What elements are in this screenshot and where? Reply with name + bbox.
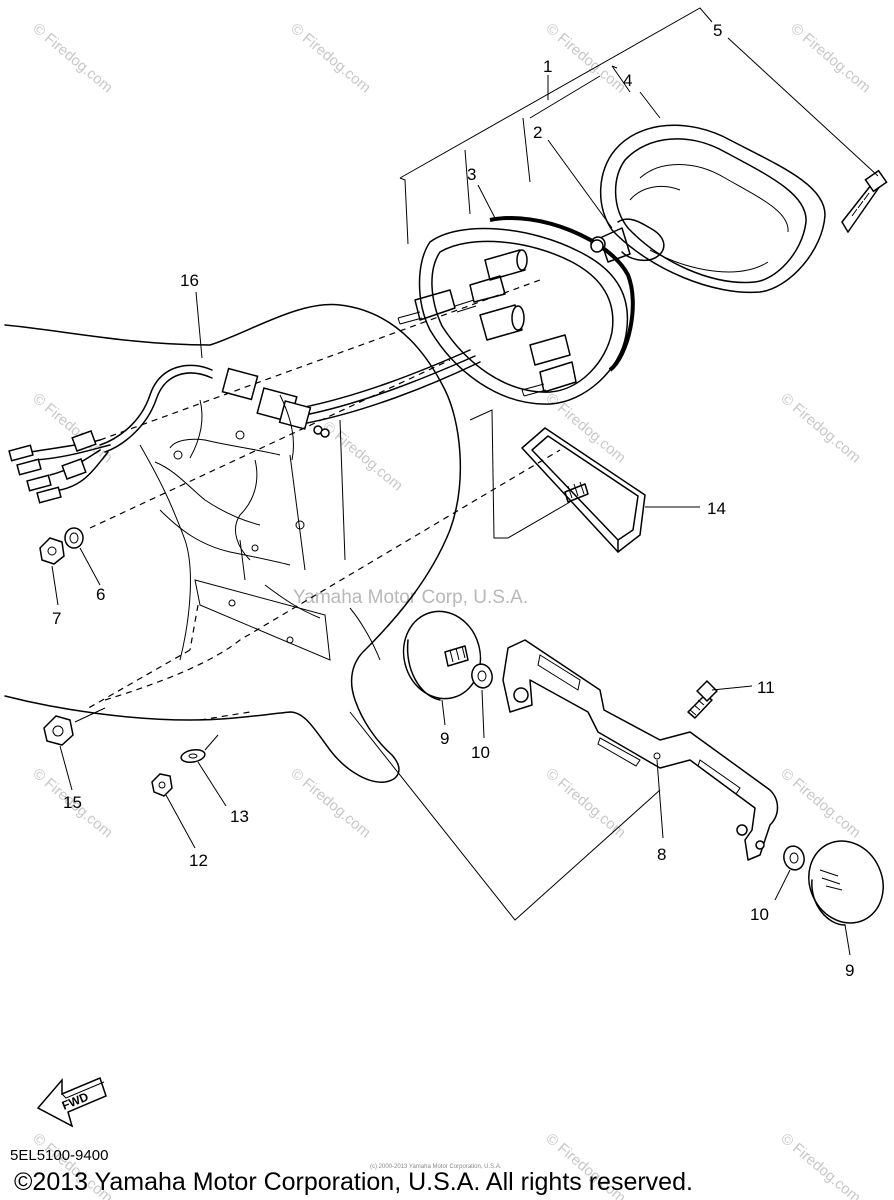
watermarks: © Firedog.com © Firedog.com © Firedog.co… — [29, 20, 873, 1200]
watermark-site: © Firedog.com — [777, 390, 863, 466]
fwd-arrow-icon: FWD — [36, 1076, 107, 1128]
callout-6: 6 — [96, 585, 105, 604]
part-15-nut — [43, 715, 74, 746]
callout-3: 3 — [467, 165, 476, 184]
callout-2: 2 — [533, 123, 542, 142]
part-8-bracket — [502, 639, 779, 861]
diagram-code: 5EL5100-9400 — [10, 1147, 108, 1164]
leader-1 — [529, 75, 601, 119]
leader-10 — [481, 689, 485, 739]
callout-9-right: 9 — [845, 961, 854, 980]
leader-5-bracket — [399, 7, 713, 179]
callout-15: 15 — [63, 793, 82, 812]
watermark-site: © Firedog.com — [777, 765, 863, 841]
leader-10-right — [774, 869, 791, 901]
leader-16 — [195, 291, 203, 359]
leader-4 — [639, 91, 661, 119]
part-5-screw — [841, 169, 888, 233]
leader-7 — [51, 565, 59, 606]
callout-10: 10 — [471, 743, 490, 762]
part-11-bolt — [687, 680, 718, 719]
part-6-washer — [64, 527, 84, 549]
part-3-lamp-assembly — [397, 216, 635, 405]
leader-1-bracket — [399, 65, 631, 245]
callout-11: 11 — [757, 678, 775, 697]
dashed-guides — [84, 279, 561, 721]
watermark-site: © Firedog.com — [319, 418, 405, 494]
watermark-site: © Firedog.com — [29, 20, 115, 96]
leader-9 — [441, 699, 446, 726]
fender-outline — [4, 303, 462, 783]
leader-8-bracket — [349, 711, 661, 921]
leader-11 — [711, 685, 753, 691]
watermark-site: © Firedog.com — [787, 20, 873, 96]
leader-13-ext — [204, 734, 219, 751]
callout-9: 9 — [440, 729, 449, 748]
leader-15-ext — [74, 707, 106, 723]
callout-labels: 1 2 3 4 5 6 7 8 9 10 11 12 13 14 15 16 9… — [52, 21, 854, 980]
part-7-nut — [39, 537, 65, 565]
leader-6 — [79, 547, 101, 586]
leader-13 — [197, 761, 227, 807]
callout-4: 4 — [623, 71, 632, 90]
part-13-washer — [180, 748, 206, 764]
leader-15 — [59, 745, 73, 791]
part-14-license-light — [521, 427, 646, 553]
part-10-washer-left — [471, 663, 493, 689]
callout-5: 5 — [713, 21, 722, 40]
callout-10-right: 10 — [750, 905, 769, 924]
watermark-small: (c) 2000-2013 Yamaha Motor Corporation, … — [370, 1164, 502, 1170]
part-10-washer-right — [783, 845, 805, 871]
leader-9-right — [844, 924, 851, 956]
callout-14: 14 — [707, 499, 726, 518]
callout-7: 7 — [52, 609, 61, 628]
leader-8 — [656, 759, 664, 839]
part-12-nut — [151, 773, 173, 797]
leader-12 — [165, 794, 196, 849]
callout-12: 12 — [189, 851, 208, 870]
leader-3 — [477, 184, 497, 221]
part-4-lens-cover — [600, 124, 826, 294]
copyright-notice: ©2013 Yamaha Motor Corporation, U.S.A. A… — [14, 1168, 693, 1196]
leader-2 — [547, 139, 613, 229]
callout-1: 1 — [543, 57, 552, 76]
part-2-bulb — [590, 218, 665, 263]
leader-5 — [727, 37, 879, 177]
watermark-site: © Firedog.com — [777, 1130, 863, 1200]
part-16-wire-harness — [8, 349, 481, 504]
callout-8: 8 — [657, 845, 666, 864]
watermark-site: © Firedog.com — [287, 20, 373, 96]
callout-16: 16 — [180, 271, 199, 290]
part-9-reflector-left — [402, 610, 482, 701]
callout-13: 13 — [230, 807, 249, 826]
leader-14-bracket — [469, 409, 571, 539]
part-9-reflector-right — [808, 840, 884, 926]
